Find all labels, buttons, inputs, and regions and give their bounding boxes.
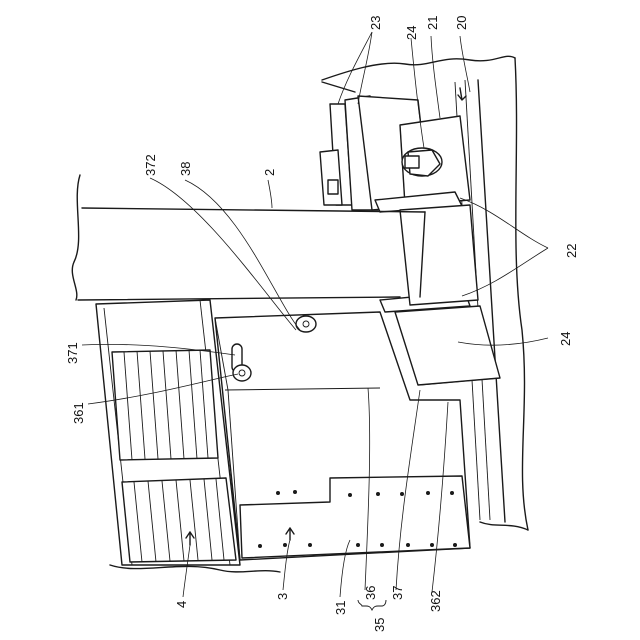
label-2: 2 xyxy=(262,169,277,176)
mid-plate xyxy=(395,205,500,385)
bolt-left-small xyxy=(328,180,338,194)
label-23: 23 xyxy=(368,16,383,30)
knob-361 xyxy=(233,365,251,381)
label-24-upper: 24 xyxy=(404,26,419,40)
label-36: 36 xyxy=(363,586,378,600)
label-3: 3 xyxy=(275,593,290,600)
louvers-upper xyxy=(112,350,218,460)
louvers-lower xyxy=(122,478,236,562)
knob-38 xyxy=(296,316,316,332)
label-20: 20 xyxy=(454,16,469,30)
label-372: 372 xyxy=(143,154,158,176)
label-24-lower: 24 xyxy=(558,332,573,346)
bolt-24-upper xyxy=(402,148,442,176)
label-31: 31 xyxy=(333,601,348,615)
label-22: 22 xyxy=(564,244,579,258)
label-4: 4 xyxy=(174,601,189,608)
label-361: 361 xyxy=(71,402,86,424)
label-35: 35 xyxy=(372,618,387,632)
label-362: 362 xyxy=(428,590,443,612)
label-21: 21 xyxy=(425,16,440,30)
label-37: 37 xyxy=(390,586,405,600)
label-38: 38 xyxy=(178,162,193,176)
label-371: 371 xyxy=(65,342,80,364)
